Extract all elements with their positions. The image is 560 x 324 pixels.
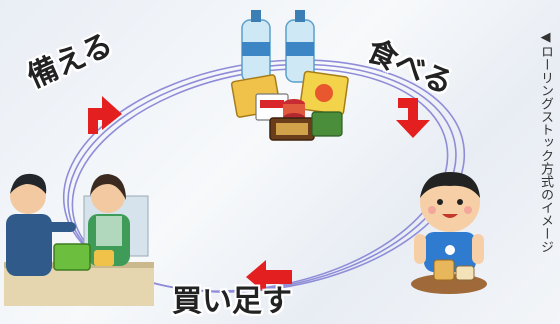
cycle-arrow-icon — [246, 260, 292, 294]
diagram-caption: ◀ローリングストック方式のイメージ — [538, 30, 553, 253]
food-supplies-icon — [230, 10, 349, 141]
stage-label-kaitasu: 買い足す — [172, 284, 292, 319]
cycle-arrow-icon — [396, 98, 430, 138]
cycle-arrow-icon — [88, 96, 122, 134]
shopping-checkout-icon — [4, 173, 154, 306]
child-eating-icon — [411, 172, 487, 294]
